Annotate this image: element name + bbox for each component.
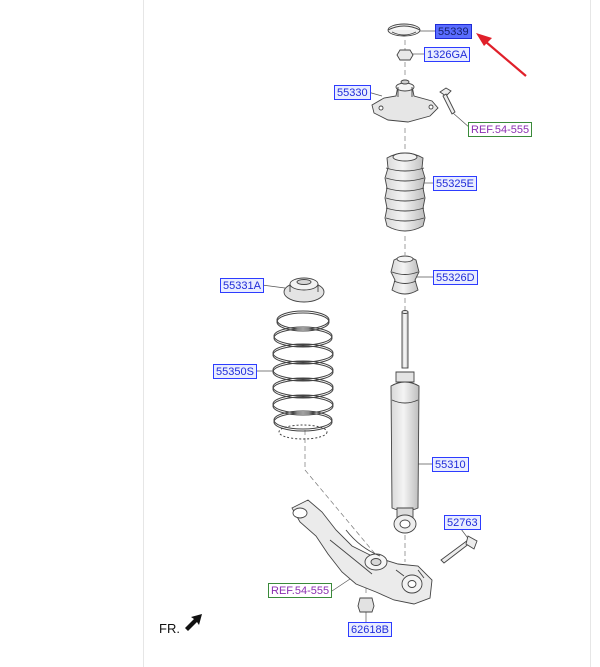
front-arrow-icon xyxy=(185,614,202,631)
dust-boot-55325e-shape xyxy=(384,152,426,232)
left-border-line xyxy=(143,0,144,667)
front-indicator-label: FR. xyxy=(159,621,180,636)
ref-label-bottom[interactable]: REF.54-555 xyxy=(268,583,333,598)
part-label-55326d[interactable]: 55326D xyxy=(433,270,478,285)
red-pointer-arrow xyxy=(476,33,527,77)
part-label-55350s[interactable]: 55350S xyxy=(213,364,257,379)
part-label-55330[interactable]: 55330 xyxy=(334,85,371,100)
part-label-55310[interactable]: 55310 xyxy=(432,457,469,472)
part-label-1326ga[interactable]: 1326GA xyxy=(424,47,471,62)
coil-spring-55350s-shape xyxy=(272,310,334,440)
right-border-line xyxy=(590,0,591,667)
part-label-55331a[interactable]: 55331A xyxy=(220,278,264,293)
part-label-52763[interactable]: 52763 xyxy=(444,515,481,530)
lower-arm-shape xyxy=(291,499,433,605)
part-label-55325e[interactable]: 55325E xyxy=(433,176,477,191)
spring-pad-55331a-shape xyxy=(283,277,325,303)
mount-55330-shape xyxy=(371,79,439,123)
part-label-55339[interactable]: 55339 xyxy=(435,24,472,39)
nut-1326ga-shape xyxy=(396,49,414,61)
nut-62618b-shape xyxy=(357,597,375,613)
shock-absorber-55310-shape xyxy=(390,310,420,534)
ref-label-top[interactable]: REF.54-555 xyxy=(468,122,533,137)
bolt-52763-shape xyxy=(440,535,478,564)
bump-stop-55326d-shape xyxy=(390,255,420,295)
cap-55339-shape xyxy=(387,23,421,37)
mount-bolt-shape xyxy=(439,87,456,115)
part-label-62618b[interactable]: 62618B xyxy=(348,622,392,637)
